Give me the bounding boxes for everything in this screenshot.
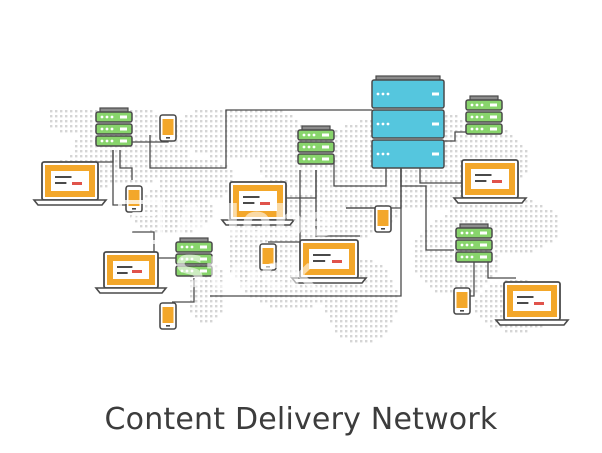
diagram-caption: Content Delivery Network — [104, 402, 498, 437]
smartphone-icon — [374, 205, 392, 233]
edge-server-icon — [175, 237, 213, 277]
laptop-icon — [452, 159, 528, 204]
edge-server-icon — [95, 107, 133, 147]
smartphone-icon — [453, 287, 471, 315]
laptop-icon — [220, 181, 296, 226]
laptop-icon — [494, 281, 570, 326]
network-nodes — [32, 75, 570, 330]
edge-server-icon — [465, 95, 503, 135]
network-links — [70, 109, 516, 303]
laptop-icon — [32, 161, 108, 206]
smartphone-icon — [159, 302, 177, 330]
origin-server-icon — [371, 75, 445, 169]
laptop-icon — [94, 251, 168, 294]
edge-server-icon — [297, 125, 335, 165]
edge-server-icon — [455, 223, 493, 263]
smartphone-icon — [125, 185, 143, 213]
smartphone-icon — [159, 114, 177, 142]
laptop-icon — [290, 239, 368, 284]
smartphone-icon — [259, 243, 277, 271]
